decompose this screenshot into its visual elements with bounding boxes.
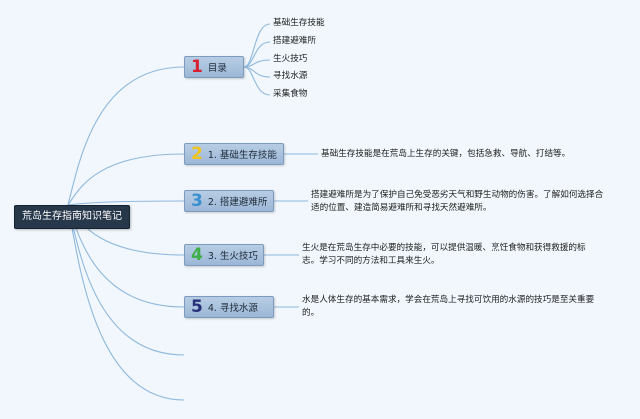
toc-item[interactable]: 采集食物 <box>273 89 308 99</box>
topic-node-shelter[interactable]: 3 2. 搭建避难所 <box>184 190 274 212</box>
toc-branch-line <box>243 23 271 68</box>
number-3-icon: 3 <box>191 191 203 211</box>
topic-label: 4. 寻找水源 <box>207 303 258 314</box>
number-4-icon: 4 <box>191 245 203 265</box>
toc-item[interactable]: 寻找水源 <box>273 71 308 81</box>
root-branch-line <box>67 66 185 206</box>
topic-label: 目录 <box>207 63 227 74</box>
topic-note: 搭建避难所是为了保护自己免受恶劣天气和野生动物的伤害。了解如何选择合适的位置、建… <box>311 190 604 213</box>
number-1-icon: 1 <box>191 57 203 77</box>
topic-note: 生火是在荒岛生存中必要的技能，可以提供温暖、烹饪食物和获得救援的标志。学习不同的… <box>302 243 586 266</box>
root-node[interactable]: 荒岛生存指南知识笔记 <box>14 205 130 229</box>
number-2-icon: 2 <box>191 144 203 164</box>
toc-item[interactable]: 基础生存技能 <box>273 18 325 28</box>
root-branch-line <box>67 204 185 401</box>
toc-item[interactable]: 生火技巧 <box>273 54 308 64</box>
topic-note: 水是人体生存的基本需求，学会在荒岛上寻找可饮用的水源的技巧是至关重要的。 <box>302 295 595 318</box>
topic-label: 2. 搭建避难所 <box>207 197 268 208</box>
toc-branch-line <box>243 41 271 68</box>
topic-node-water[interactable]: 5 4. 寻找水源 <box>184 296 274 318</box>
toc-branch-line <box>243 66 271 96</box>
number-5-icon: 5 <box>191 297 203 317</box>
root-branch-line <box>67 200 185 206</box>
topic-node-toc[interactable]: 1 目录 <box>184 56 244 78</box>
topic-node-fire[interactable]: 4 3. 生火技巧 <box>184 244 264 266</box>
toc-item[interactable]: 搭建避难所 <box>273 36 316 46</box>
topic-label: 1. 基础生存技能 <box>207 150 277 161</box>
root-branch-line <box>67 153 185 206</box>
topic-node-basic-skills[interactable]: 2 1. 基础生存技能 <box>184 143 284 165</box>
topic-label: 3. 生火技巧 <box>207 251 258 262</box>
topic-note: 基础生存技能是在荒岛上生存的关键，包括急救、导航、打结等。 <box>321 149 571 159</box>
